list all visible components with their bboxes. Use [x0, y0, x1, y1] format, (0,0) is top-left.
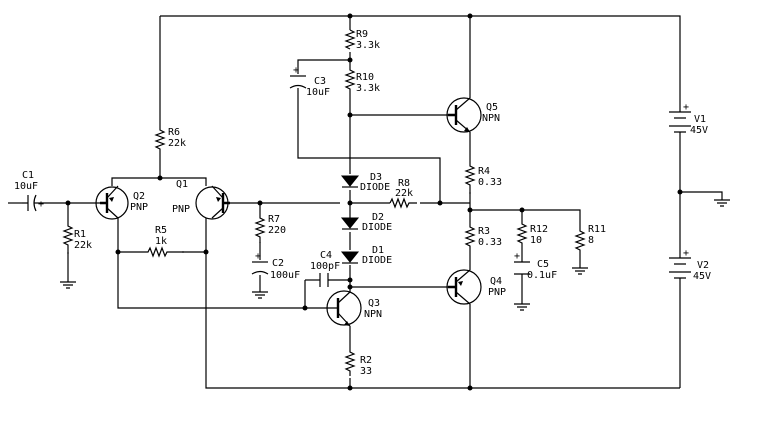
- q5-name: Q5: [486, 102, 498, 113]
- capacitor-c5: + C5 0.1uF: [514, 251, 557, 281]
- transistor-q4: Q4 PNP: [446, 269, 506, 305]
- resistor-r10: R10 3.3k: [344, 60, 380, 100]
- v2-name: V2: [697, 260, 709, 271]
- resistor-r5: R5 1k: [142, 225, 184, 258]
- resistor-r4: R4 0.33: [464, 162, 502, 194]
- junctions: [65, 13, 683, 391]
- r6-name: R6: [168, 127, 180, 138]
- v1-value: 45V: [690, 125, 708, 136]
- r4-value: 0.33: [478, 177, 502, 188]
- r1-name: R1: [74, 229, 86, 240]
- v1-name: V1: [694, 114, 706, 125]
- resistor-r9: R9 3.3k: [344, 29, 380, 51]
- q3-name: Q3: [368, 298, 380, 309]
- diode-d3: D3 DIODE: [340, 172, 390, 193]
- resistor-r8: R8 22k: [389, 178, 417, 209]
- voltage-source-v1: + V1 45V: [669, 102, 708, 140]
- d2-value: DIODE: [362, 222, 392, 233]
- v1-plus: +: [683, 102, 689, 113]
- capacitor-c1: + C1 10uF: [14, 170, 44, 212]
- r12-value: 10: [530, 235, 542, 246]
- r1-value: 22k: [74, 240, 92, 251]
- r7-value: 220: [268, 225, 286, 236]
- c1-name: C1: [22, 170, 34, 181]
- c3-plus: +: [293, 65, 299, 76]
- d1-name: D1: [372, 245, 384, 256]
- c2-value: 100uF: [270, 270, 300, 281]
- v2-value: 45V: [693, 271, 711, 282]
- resistor-r12: R12 10: [516, 222, 548, 250]
- d3-value: DIODE: [360, 182, 390, 193]
- c2-name: C2: [272, 258, 284, 269]
- resistor-r3: R3 0.33: [464, 225, 502, 252]
- ground-c5: [514, 303, 530, 311]
- d1-value: DIODE: [362, 255, 392, 266]
- q3-value: NPN: [364, 309, 382, 320]
- c1-plus: +: [38, 199, 44, 210]
- r11-value: 8: [588, 235, 594, 246]
- transistor-q5: Q5 NPN: [446, 97, 500, 133]
- r7-name: R7: [268, 214, 280, 225]
- c5-value: 0.1uF: [527, 270, 557, 281]
- d2-name: D2: [372, 212, 384, 223]
- voltage-source-v2: + V2 45V: [669, 248, 711, 284]
- c5-name: C5: [537, 259, 549, 270]
- transistor-q2: Q2 PNP: [95, 185, 148, 220]
- r10-name: R10: [356, 72, 374, 83]
- r8-value: 22k: [395, 188, 413, 199]
- c1-value: 10uF: [14, 181, 38, 192]
- capacitor-c2: + C2 100uF: [251, 251, 300, 281]
- r9-value: 3.3k: [356, 40, 380, 51]
- r2-name: R2: [360, 355, 372, 366]
- r5-name: R5: [155, 225, 167, 236]
- r9-name: R9: [356, 29, 368, 40]
- transistor-q3: Q3 NPN: [326, 290, 382, 327]
- ground-r1: [60, 281, 76, 289]
- diode-d1: D1 DIODE: [340, 245, 392, 266]
- q1-name: Q1: [176, 179, 188, 190]
- ground-r11: [572, 267, 588, 275]
- r5-value: 1k: [155, 236, 167, 247]
- c3-name: C3: [314, 76, 326, 87]
- v2-plus: +: [683, 248, 689, 259]
- d3-name: D3: [370, 172, 382, 183]
- q5-value: NPN: [482, 113, 500, 124]
- transistor-q1: Q1 PNP: [172, 179, 230, 220]
- resistor-r7: R7 220: [254, 214, 286, 243]
- resistor-r2: R2 33: [344, 348, 372, 377]
- diode-d2: D2 DIODE: [340, 212, 392, 233]
- c3-value: 10uF: [306, 87, 330, 98]
- r2-value: 33: [360, 366, 372, 377]
- ground-symbols: [60, 199, 730, 311]
- r11-name: R11: [588, 224, 606, 235]
- capacitor-c4: C4 100pF: [310, 250, 340, 287]
- ground-c2: [252, 291, 268, 299]
- r10-value: 3.3k: [356, 83, 380, 94]
- ground-supply: [714, 199, 730, 207]
- q2-value: PNP: [130, 202, 148, 213]
- c4-name: C4: [320, 250, 332, 261]
- r8-name: R8: [398, 178, 410, 189]
- r3-value: 0.33: [478, 237, 502, 248]
- resistor-r11: R11 8: [574, 224, 606, 256]
- wires: [8, 15, 723, 389]
- resistor-r6: R6 22k: [154, 118, 186, 158]
- capacitor-c3: + C3 10uF: [289, 65, 330, 98]
- resistor-r1: R1 22k: [62, 222, 92, 254]
- c5-plus: +: [514, 251, 520, 262]
- q2-name: Q2: [133, 191, 145, 202]
- c2-plus: +: [255, 251, 261, 262]
- c4-value: 100pF: [310, 261, 340, 272]
- r12-name: R12: [530, 224, 548, 235]
- r6-value: 22k: [168, 138, 186, 149]
- r4-name: R4: [478, 166, 490, 177]
- q1-value: PNP: [172, 204, 190, 215]
- r3-name: R3: [478, 226, 490, 237]
- q4-value: PNP: [488, 287, 506, 298]
- q4-name: Q4: [490, 276, 502, 287]
